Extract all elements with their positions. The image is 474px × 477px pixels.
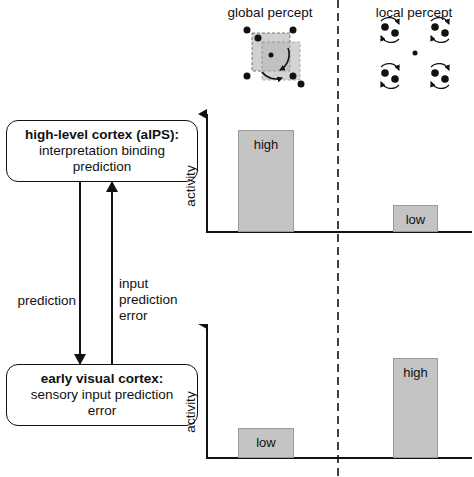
- bar-value: high: [394, 365, 437, 380]
- process-box: high-level cortex (aIPS):interpretation …: [6, 120, 198, 182]
- axis-label: activity: [183, 165, 199, 206]
- column-heading: global percept: [228, 5, 313, 21]
- local-figure: [381, 18, 449, 89]
- axis-label: activity: [183, 391, 199, 432]
- edge-label: prediction: [17, 293, 76, 309]
- global-figure: [244, 27, 305, 88]
- process-box: early visual cortex:sensory input predic…: [6, 364, 198, 426]
- box-body: sensory input prediction error: [15, 387, 189, 419]
- activity-bar: low: [393, 205, 438, 232]
- box-heading: early visual cortex:: [15, 371, 189, 387]
- arrow-connector: [79, 182, 81, 364]
- arrow-connector: [111, 182, 113, 364]
- bar-value: low: [239, 435, 293, 450]
- bar-value: low: [394, 212, 437, 227]
- bar-value: high: [239, 137, 293, 152]
- column-heading: local percept: [376, 5, 453, 21]
- activity-bar: high: [238, 130, 294, 232]
- box-heading: high-level cortex (aIPS):: [15, 127, 189, 143]
- box-body: interpretation binding prediction: [15, 143, 189, 175]
- divider: [337, 0, 339, 477]
- activity-bar: low: [238, 428, 294, 458]
- activity-bar: high: [393, 358, 438, 458]
- edge-label: input prediction error: [119, 276, 209, 324]
